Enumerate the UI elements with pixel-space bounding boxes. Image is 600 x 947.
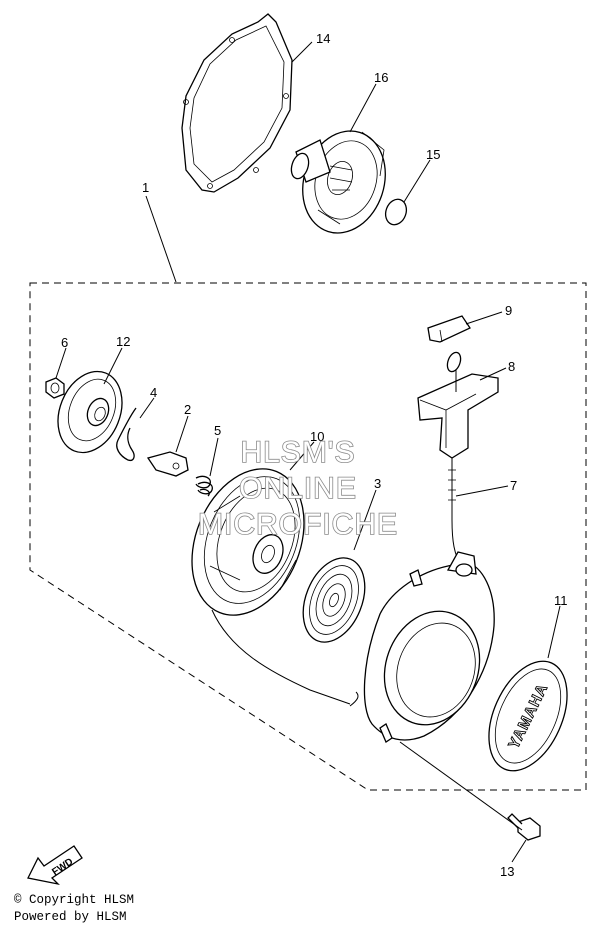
spring-part-5[interactable] bbox=[195, 475, 213, 497]
callout-12[interactable]: 12 bbox=[116, 334, 130, 349]
starter-handle-part-8[interactable] bbox=[417, 351, 499, 459]
powered-by-text: Powered by HLSM bbox=[14, 910, 127, 924]
assembly-group-outline bbox=[29, 282, 587, 791]
starter-case[interactable] bbox=[363, 551, 495, 743]
callout-16[interactable]: 16 bbox=[374, 70, 388, 85]
callout-5[interactable]: 5 bbox=[214, 423, 221, 438]
handle-cap-part-9[interactable] bbox=[427, 315, 471, 343]
watermark-line-3: MICROFICHE bbox=[198, 508, 398, 541]
callout-4[interactable]: 4 bbox=[150, 385, 157, 400]
callout-15[interactable]: 15 bbox=[426, 147, 440, 162]
sheave-drum-part-10[interactable] bbox=[171, 452, 324, 632]
callout-2[interactable]: 2 bbox=[184, 402, 191, 417]
callout-8[interactable]: 8 bbox=[508, 359, 515, 374]
spring-clip-part-4[interactable] bbox=[116, 407, 137, 462]
callout-1[interactable]: 1 bbox=[142, 180, 149, 195]
watermark-line-1: HLSM'S bbox=[240, 436, 355, 469]
callout-3[interactable]: 3 bbox=[374, 476, 381, 491]
pawl-part-2[interactable] bbox=[146, 451, 189, 477]
callout-11[interactable]: 11 bbox=[554, 593, 568, 608]
starter-rope bbox=[211, 609, 359, 707]
callout-labels: 14 16 15 1 9 6 12 8 4 2 5 10 3 7 11 13 bbox=[61, 31, 568, 879]
o-ring-part-15[interactable] bbox=[382, 196, 410, 227]
callout-9[interactable]: 9 bbox=[505, 303, 512, 318]
watermark: HLSM'S ONLINE MICROFICHE bbox=[197, 435, 398, 542]
drive-pulley-part-16[interactable] bbox=[288, 120, 398, 244]
callout-7[interactable]: 7 bbox=[510, 478, 517, 493]
callout-14[interactable]: 14 bbox=[316, 31, 330, 46]
rope-part-7[interactable] bbox=[448, 458, 463, 567]
watermark-line-2: ONLINE bbox=[239, 472, 357, 505]
callout-10[interactable]: 10 bbox=[310, 429, 324, 444]
callout-leaders bbox=[55, 41, 561, 863]
forward-direction-arrow: FWD bbox=[27, 845, 83, 886]
copyright-text: © Copyright HLSM bbox=[14, 893, 135, 907]
gasket-part-14[interactable] bbox=[181, 13, 293, 193]
footer-credits: © Copyright HLSM Powered by HLSM bbox=[14, 892, 134, 926]
nut-part-6[interactable] bbox=[45, 377, 65, 399]
bolt-part-13[interactable] bbox=[507, 813, 541, 841]
drive-plate-part-12[interactable] bbox=[46, 362, 133, 462]
callout-13[interactable]: 13 bbox=[500, 864, 514, 879]
spiral-spring-part-3[interactable] bbox=[292, 549, 377, 652]
emblem-part-11[interactable]: YAMAHA bbox=[473, 649, 582, 783]
callout-6[interactable]: 6 bbox=[61, 335, 68, 350]
